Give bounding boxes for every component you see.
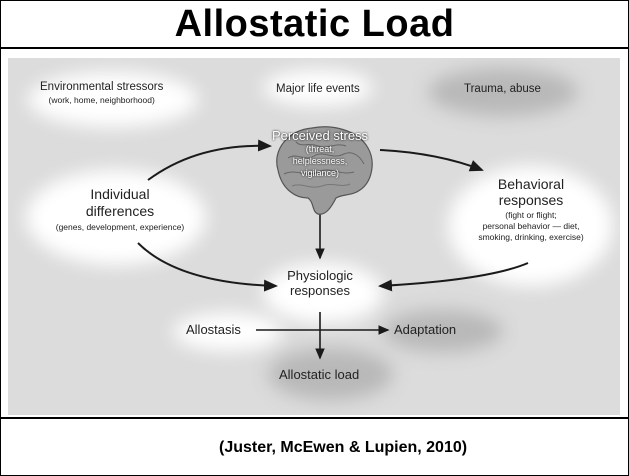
individual-differences-node: Individual differences (genes, developme… xyxy=(40,186,200,233)
citation-bar: (Juster, McEwen & Lupien, 2010) xyxy=(1,417,628,476)
allostasis-node: Allostasis xyxy=(186,322,241,337)
behavioral-responses-node: Behavioral responses (fight or flight; p… xyxy=(456,176,606,243)
trauma-abuse-node: Trauma, abuse xyxy=(464,82,541,97)
major-life-events-node: Major life events xyxy=(276,82,360,97)
arrow-individual-to-physiologic xyxy=(138,243,276,286)
citation: (Juster, McEwen & Lupien, 2010) xyxy=(219,439,467,457)
perceived-stress-node: Perceived stress (threat, helplessness, … xyxy=(270,128,370,179)
physiologic-responses-node: Physiologic responses xyxy=(270,268,370,298)
title-bar: Allostatic Load xyxy=(1,1,628,49)
allostatic-load-diagram: Environmental stressors (work, home, nei… xyxy=(8,58,620,415)
slide-title: Allostatic Load xyxy=(175,3,455,45)
environmental-stressors-node: Environmental stressors (work, home, nei… xyxy=(40,80,163,106)
arrow-individual-to-stress xyxy=(148,146,270,180)
allostatic-load-node: Allostatic load xyxy=(279,367,359,382)
arrow-behavioral-to-physiologic xyxy=(380,263,528,286)
adaptation-node: Adaptation xyxy=(394,322,456,337)
arrow-stress-to-behavioral xyxy=(380,150,482,170)
